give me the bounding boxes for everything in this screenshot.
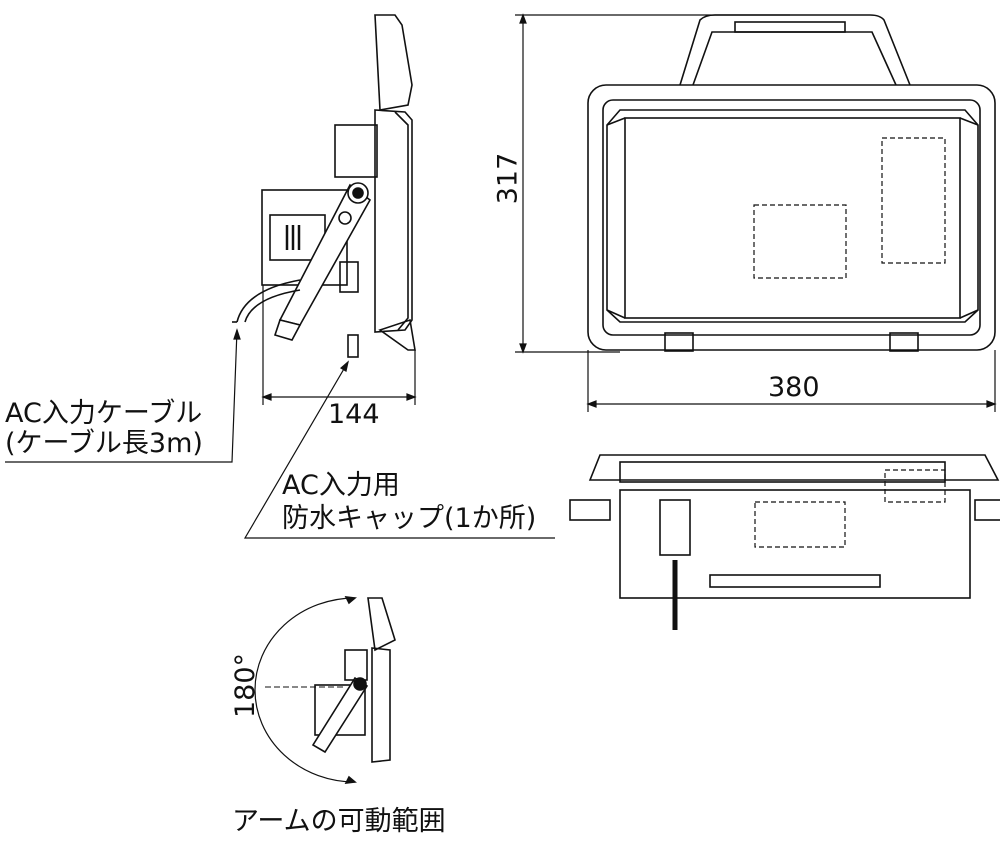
dimension-380-line (586, 350, 997, 412)
depth-dimension: 144 (328, 399, 380, 430)
cable-length-label: (ケーブル長3m) (5, 428, 203, 459)
arm-range-label: アームの可動範囲 (232, 806, 446, 837)
ac-cap-label: AC入力用 (282, 470, 400, 501)
side-view (232, 14, 416, 358)
dimension-317-line (515, 13, 790, 354)
height-dimension: 317 (492, 152, 524, 205)
front-view (587, 14, 996, 352)
bottom-view (569, 454, 1000, 630)
leader-lines (5, 328, 555, 539)
waterproof-cap-label: 防水キャップ(1か所) (282, 503, 537, 534)
width-dimension: 380 (768, 372, 820, 403)
arm-angle-dimension: 180° (230, 652, 262, 719)
dimension-144-line (261, 285, 417, 405)
arm-range-view (254, 596, 396, 784)
ac-cable-label: AC入力ケーブル (5, 398, 203, 429)
